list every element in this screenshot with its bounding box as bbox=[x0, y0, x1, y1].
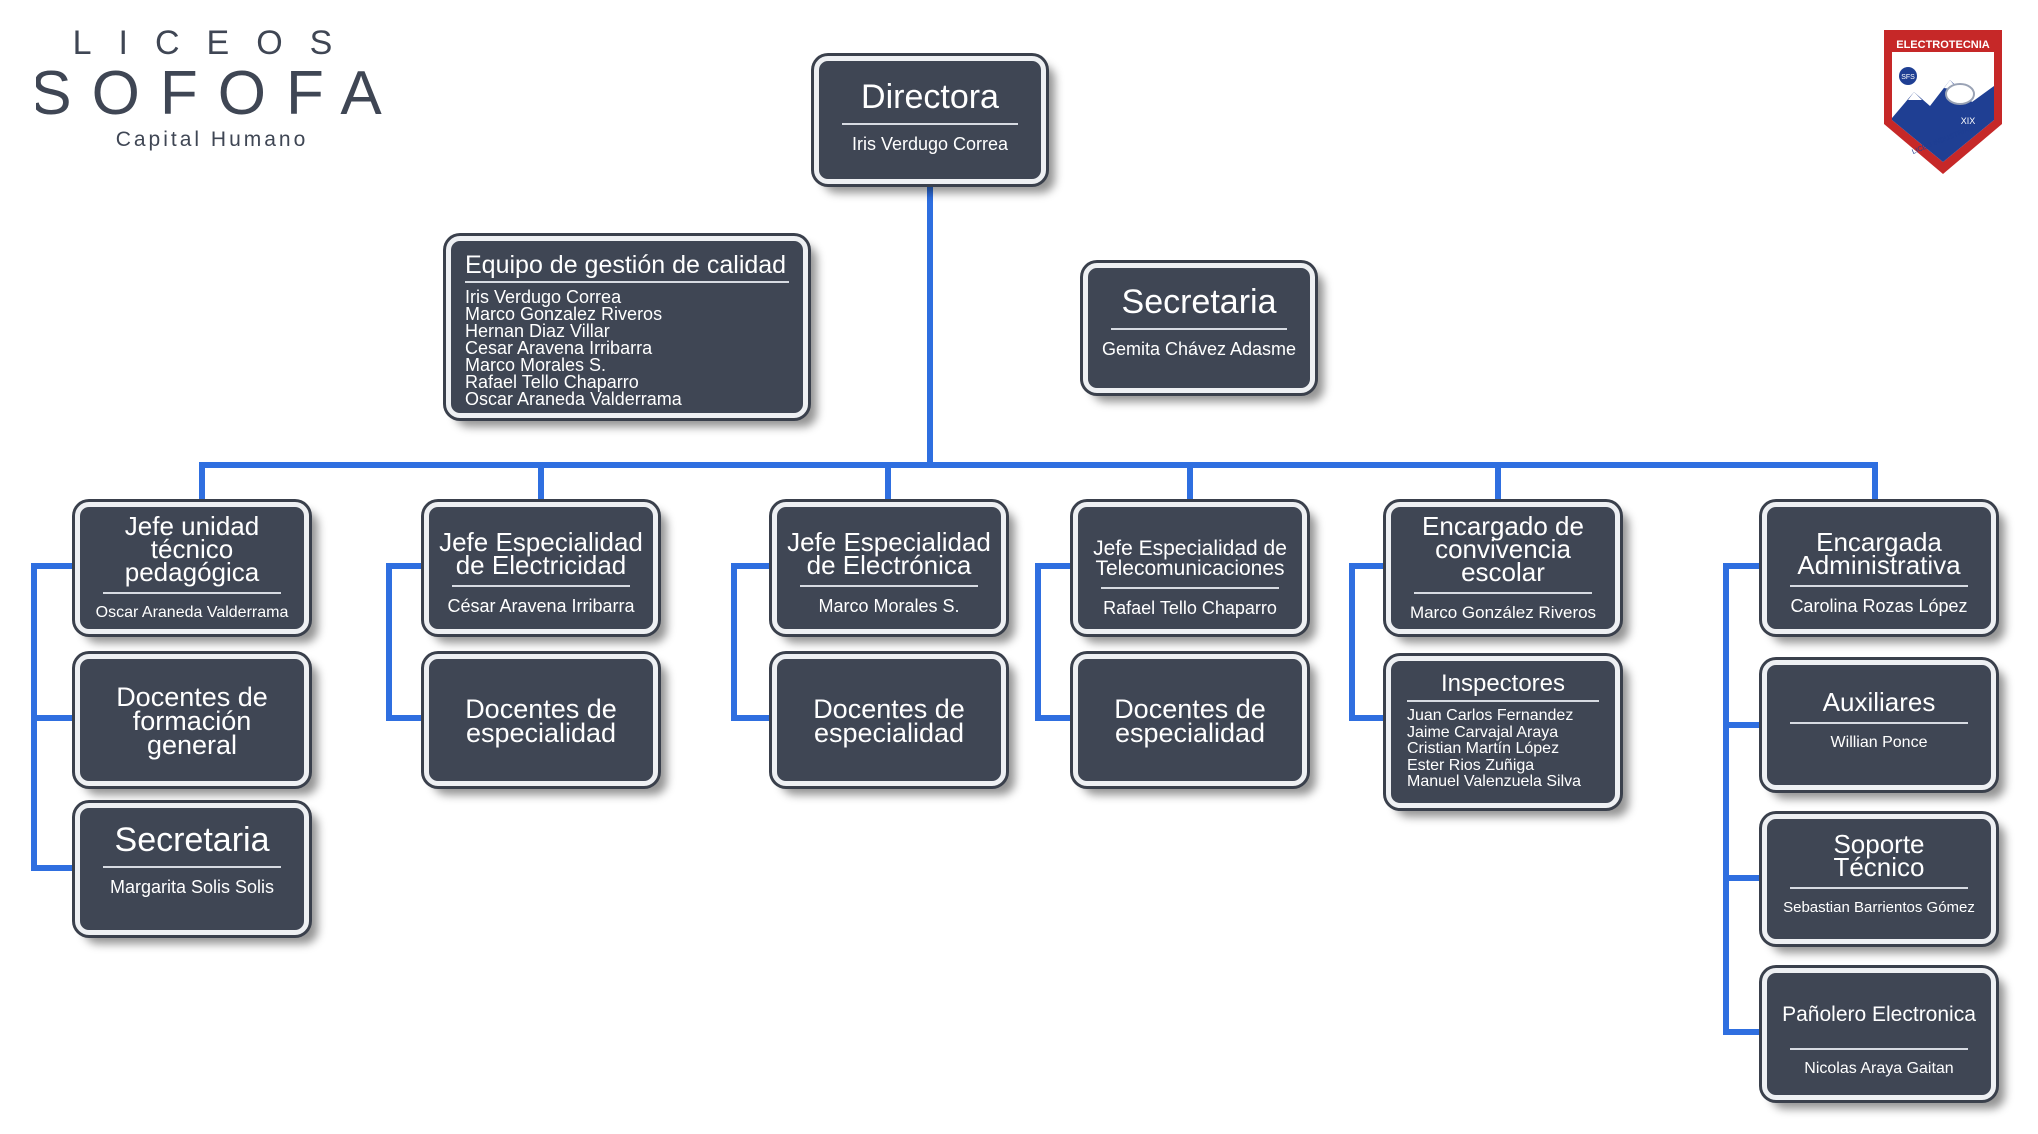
secretary-box: Secretaria Gemita Chávez Adasme bbox=[1083, 263, 1315, 393]
member-name: Jaime Carvajal Araya bbox=[1407, 723, 1559, 741]
divider bbox=[1413, 592, 1593, 594]
logo-line-1: LICEOS bbox=[73, 24, 360, 62]
director-box: Directora Iris Verdugo Correa bbox=[814, 56, 1046, 184]
head-name: Oscar Araneda Valderrama bbox=[95, 604, 289, 621]
badge-banner: ELECTROTECNIA bbox=[1896, 39, 1990, 51]
sub-name: Nicolas Araya Gaitan bbox=[1804, 1060, 1954, 1077]
divider bbox=[102, 592, 282, 594]
electronics-teachers-box: Docentes de especialidad bbox=[772, 654, 1006, 786]
sub-title: Secretaria bbox=[114, 821, 270, 859]
sub-title: Docentes de especialidad bbox=[465, 694, 617, 748]
secretary-name: Gemita Chávez Adasme bbox=[1101, 339, 1297, 359]
member-name: Manuel Valenzuela Silva bbox=[1407, 773, 1582, 790]
sub-title: Auxiliares bbox=[1822, 687, 1936, 717]
head-name: César Aravena Irribarra bbox=[447, 596, 635, 616]
divider bbox=[1789, 887, 1969, 889]
member-name: Oscar Araneda Valderrama bbox=[465, 389, 682, 409]
member-name: Cesar Aravena Irribarra bbox=[465, 338, 653, 358]
head-title: Jefe Especialidad de Electrónica bbox=[787, 527, 991, 580]
head-coexistence-box: Encargado de convivencia escolar Marco G… bbox=[1386, 502, 1620, 634]
quality-team-title: Equipo de gestión de calidad bbox=[465, 251, 787, 279]
telecom-teachers-box: Docentes de especialidad bbox=[1073, 654, 1307, 786]
head-title: Encargado de convivencia escolar bbox=[1422, 511, 1584, 587]
director-name: Iris Verdugo Correa bbox=[851, 134, 1009, 154]
electrotecnia-badge: SFS ELECTROTECNIA XIX LICEO INDUSTRIAL bbox=[1884, 30, 2002, 174]
head-name: Carolina Rozas López bbox=[1790, 596, 1968, 616]
storekeeper-box: Pañolero Electronica Nicolas Araya Gaita… bbox=[1762, 968, 1996, 1100]
divider bbox=[1100, 587, 1280, 589]
badge-snow-icon bbox=[1908, 80, 1958, 100]
head-title: Jefe unidad técnico pedagógica bbox=[124, 511, 260, 587]
sub-title: Docentes de especialidad bbox=[1114, 694, 1266, 748]
head-title: Jefe Especialidad de Telecomunicaciones bbox=[1093, 537, 1287, 580]
logo-line-2: SOFOFA bbox=[36, 59, 396, 128]
divider bbox=[1789, 585, 1969, 587]
divider bbox=[1407, 700, 1599, 702]
member-name: Cristian Martín López bbox=[1407, 740, 1560, 757]
sub-name: Margarita Solis Solis bbox=[109, 877, 275, 897]
member-name: Iris Verdugo Correa bbox=[465, 287, 622, 307]
utp-secretary-box: Secretaria Margarita Solis Solis bbox=[75, 803, 309, 935]
head-name: Rafael Tello Chaparro bbox=[1103, 598, 1277, 618]
quality-team-box: Equipo de gestión de calidad Iris Verdug… bbox=[446, 236, 808, 418]
head-telecom-box: Jefe Especialidad de Telecomunicaciones … bbox=[1073, 502, 1307, 634]
divider bbox=[102, 866, 282, 868]
divider bbox=[841, 123, 1019, 125]
head-technical-unit-box: Jefe unidad técnico pedagógica Oscar Ara… bbox=[75, 502, 309, 634]
sub-title: Docentes de especialidad bbox=[813, 694, 965, 748]
divider bbox=[1110, 328, 1288, 330]
member-name: Marco Morales S. bbox=[465, 355, 607, 375]
electricity-teachers-box: Docentes de especialidad bbox=[424, 654, 658, 786]
assistants-box: Auxiliares Willian Ponce bbox=[1762, 660, 1996, 790]
tech-support-box: Soporte Técnico Sebastian Barrientos Góm… bbox=[1762, 814, 1996, 944]
inspectors-title: Inspectores bbox=[1440, 670, 1566, 697]
head-title: Jefe Especialidad de Electricidad bbox=[439, 527, 643, 580]
member-name: Ester Rios Zuñiga bbox=[1407, 756, 1535, 774]
divider bbox=[451, 585, 631, 587]
member-name: Hernan Diaz Villar bbox=[465, 321, 610, 341]
head-name: Marco Morales S. bbox=[818, 596, 960, 616]
badge-antenna-icon bbox=[1945, 83, 1975, 105]
divider bbox=[799, 585, 979, 587]
head-title: Encargada Administrativa bbox=[1797, 527, 1961, 580]
sub-name: Willian Ponce bbox=[1830, 734, 1928, 751]
divider bbox=[1789, 1048, 1969, 1050]
sub-title: Pañolero Electronica bbox=[1782, 1003, 1976, 1026]
divider bbox=[465, 281, 789, 283]
logo-line-3: Capital Humano bbox=[116, 128, 309, 151]
head-electricity-box: Jefe Especialidad de Electricidad César … bbox=[424, 502, 658, 634]
divider bbox=[1789, 722, 1969, 724]
badge-number: XIX bbox=[1961, 116, 1976, 126]
head-administration-box: Encargada Administrativa Carolina Rozas … bbox=[1762, 502, 1996, 634]
secretary-title: Secretaria bbox=[1121, 283, 1277, 321]
member-name: Marco Gonzalez Riveros bbox=[465, 304, 663, 324]
head-name: Marco González Riveros bbox=[1409, 603, 1597, 622]
sub-title: Docentes de formación general bbox=[116, 682, 268, 760]
general-teachers-box: Docentes de formación general bbox=[75, 654, 309, 786]
sub-title: Soporte Técnico bbox=[1833, 829, 1925, 882]
member-name: Rafael Tello Chaparro bbox=[465, 372, 639, 392]
liceos-sofofa-logo: LICEOS SOFOFA Capital Humano bbox=[36, 24, 396, 151]
head-electronics-box: Jefe Especialidad de Electrónica Marco M… bbox=[772, 502, 1006, 634]
badge-emblem-icon bbox=[1899, 67, 1917, 85]
member-name: Juan Carlos Fernandez bbox=[1407, 707, 1574, 724]
director-title: Directora bbox=[861, 78, 999, 116]
badge-emblem: SFS bbox=[1901, 74, 1915, 81]
sub-name: Sebastian Barrientos Gómez bbox=[1783, 899, 1975, 916]
